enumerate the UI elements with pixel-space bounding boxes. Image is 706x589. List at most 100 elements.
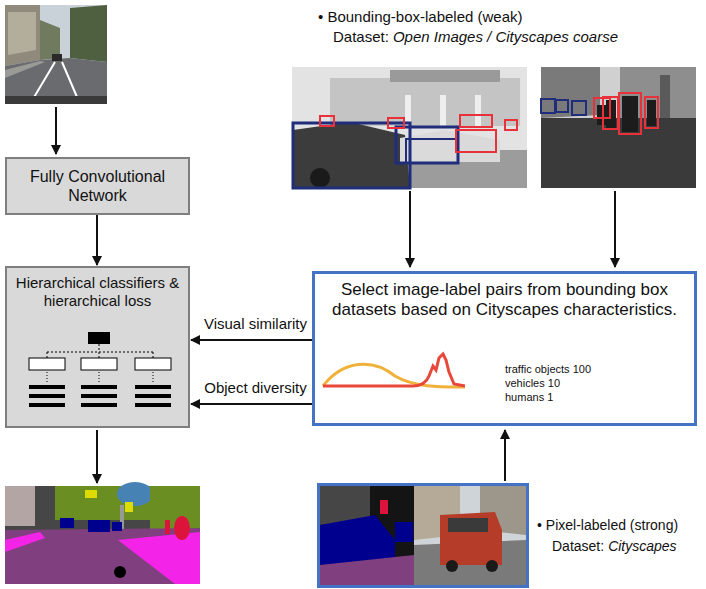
flow-arrow [191, 339, 312, 341]
cityscapes-coarse-photo-part [556, 100, 568, 112]
segmentation-output-part [118, 532, 200, 584]
segmentation-output-part [5, 486, 35, 526]
hierarchy-icon-part [29, 358, 65, 370]
street-photo-part [5, 58, 107, 104]
cityscapes-coarse-photo-part [541, 67, 600, 118]
open-images-photo-part [505, 120, 517, 130]
hierarchy-icon-part [99, 372, 100, 382]
hierarchy-icon-part [47, 372, 48, 382]
dataset-label: Cityscapes [608, 538, 676, 555]
segmentation-output-part [117, 482, 153, 506]
cityscapes-pair-part [448, 518, 488, 532]
open-images-photo-part [456, 130, 496, 152]
flow-arrow [96, 430, 98, 483]
street-photo-part [70, 5, 107, 62]
segmentation-output-part [125, 502, 133, 512]
flow-arrow [96, 215, 98, 265]
hierarchy-icon-part [135, 385, 171, 389]
segmentation-output-part [5, 528, 200, 584]
open-images-photo-part [292, 67, 527, 188]
cityscapes-coarse-photo-part [541, 67, 696, 188]
cityscapes-coarse-photo-part [541, 99, 555, 113]
open-images-photo-part [406, 139, 458, 163]
weight-note: vehicles 10 [505, 377, 560, 390]
cityscapes-coarse-photo-part [645, 97, 658, 128]
segmentation-output-part [114, 566, 126, 578]
open-images-photo-part [320, 116, 334, 126]
segmentation-output-part [5, 486, 200, 584]
cityscapes-coarse-photo-part [572, 101, 586, 115]
hierarchy-icon-part [153, 372, 154, 382]
street-photo-part [52, 54, 62, 61]
distribution-chart-part [323, 364, 465, 387]
hierarchy-icon-part [29, 394, 65, 398]
edge-label: Visual similarity [200, 315, 312, 334]
cityscapes-pair-part [319, 485, 528, 587]
box-text: Select image-label pairs from bounding b… [323, 280, 686, 321]
street-photo-part [8, 12, 36, 55]
process-box: Hierarchical classifiers & hierarchical … [5, 266, 190, 428]
text-area: Hierarchical classifiers & hierarchical … [7, 268, 188, 316]
distribution-chart-part [323, 354, 465, 386]
flow-arrow [504, 430, 506, 481]
cityscapes-pair-part [320, 486, 414, 585]
dataset-label: • Bounding-box-labeled (weak) [318, 8, 523, 26]
dataset-label: • Pixel-labeled (strong) [537, 517, 678, 534]
weight-note: humans 1 [505, 391, 553, 404]
hierarchy-icon-part [29, 403, 65, 407]
open-images-photo-part [396, 127, 458, 163]
cityscapes-coarse-photo-part [603, 97, 618, 129]
cityscapes-coarse-photo [541, 67, 696, 188]
box-text: Fully Convolutional Network [15, 167, 180, 205]
segmentation-output-part [165, 520, 170, 534]
segmentation-output-part [85, 490, 97, 498]
cityscapes-pair-part [486, 560, 498, 572]
box-text: Hierarchical classifiers & hierarchical … [15, 274, 180, 310]
hierarchy-icon-part [99, 352, 100, 358]
cityscapes-pair-part [395, 522, 413, 542]
street-photo-part [5, 96, 107, 104]
flow-arrow [55, 107, 57, 154]
cityscapes-pair [319, 485, 528, 587]
flow-arrow [614, 191, 616, 267]
process-box: Fully Convolutional Network [5, 157, 190, 215]
dataset-label: Dataset: [552, 538, 604, 555]
cityscapes-coarse-photo-part [647, 100, 656, 126]
hierarchy-icon-part [88, 332, 110, 344]
open-images-photo-part [460, 115, 492, 127]
cityscapes-pair-part [380, 500, 388, 514]
segmentation-output-part [112, 522, 122, 531]
open-images-photo-part [388, 118, 404, 128]
open-images-photo-part [390, 70, 500, 82]
open-images-photo [292, 67, 527, 188]
segmentation-output-part [174, 516, 190, 540]
open-images-photo-part [310, 168, 330, 188]
hierarchy-icon-part [81, 394, 117, 398]
open-images-photo-part [293, 123, 410, 188]
flow-arrow [191, 403, 312, 405]
hierarchy-icon-part [81, 403, 117, 407]
dataset-label: Open Images / Cityscapes coarse [393, 28, 618, 46]
hierarchy-icon-part [81, 358, 117, 370]
segmentation-output-part [5, 532, 45, 552]
street-photo-part [5, 5, 40, 66]
dataset-label: Dataset: [333, 28, 389, 46]
cityscapes-coarse-photo-part [660, 75, 670, 125]
hierarchy-icon-part [135, 394, 171, 398]
flow-arrow [409, 191, 411, 267]
segmentation-output-part [88, 520, 110, 532]
hierarchy-icon-part [47, 352, 153, 353]
weight-note: traffic objects 100 [505, 363, 591, 376]
open-images-photo-part [440, 95, 446, 127]
text-area: Select image-label pairs from bounding b… [315, 274, 694, 327]
cityscapes-pair-part [440, 512, 502, 565]
segmentation-output-part [60, 518, 74, 528]
hierarchy-icon-part [135, 403, 171, 407]
street-photo [5, 5, 107, 104]
cityscapes-pair-part [446, 560, 458, 572]
street-photo-part [5, 5, 107, 104]
hierarchy-icon-part [29, 385, 65, 389]
open-images-photo-part [400, 130, 500, 162]
hierarchy-icon-part [47, 352, 48, 358]
